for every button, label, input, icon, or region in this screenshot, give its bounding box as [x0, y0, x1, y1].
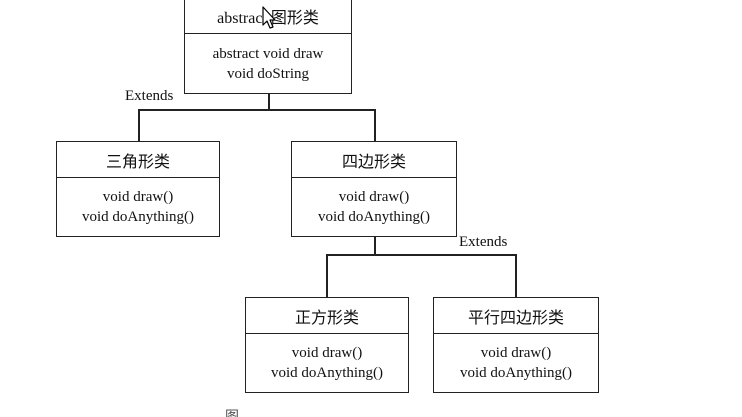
square-class-methods: void draw() void doAnything() [246, 334, 408, 392]
method-do-anything: void doAnything() [317, 209, 431, 225]
connector-quadrilateral-down [374, 236, 376, 255]
connector-to-triangle [138, 109, 140, 141]
method-do-anything: void doAnything() [270, 365, 384, 381]
extends-label-top: Extends [125, 88, 174, 104]
method-do-anything: void doAnything() [81, 209, 195, 225]
triangle-class-title: 三角形类 [57, 142, 219, 178]
figure-caption: 图 [225, 406, 525, 417]
abstract-shape-class-methods: abstract void draw void doString [185, 34, 351, 93]
connector-to-quadrilateral [374, 109, 376, 141]
method-draw: void draw() [102, 189, 174, 205]
quadrilateral-class-title: 四边形类 [292, 142, 456, 178]
method-do-string: void doString [226, 65, 310, 82]
triangle-class-box: 三角形类 void draw() void doAnything() [56, 141, 220, 237]
parallelogram-class-methods: void draw() void doAnything() [434, 334, 598, 392]
connector-to-square [326, 254, 328, 297]
method-draw: void draw() [338, 189, 410, 205]
method-draw: void draw() [480, 345, 552, 361]
connector-to-parallelogram [515, 254, 517, 297]
method-draw: void draw() [291, 345, 363, 361]
connector-bottom-horizontal [326, 254, 516, 256]
quadrilateral-class-box: 四边形类 void draw() void doAnything() [291, 141, 457, 237]
method-do-anything: void doAnything() [459, 365, 573, 381]
method-abstract-draw: abstract void draw [212, 45, 324, 62]
triangle-class-methods: void draw() void doAnything() [57, 178, 219, 236]
square-class-box: 正方形类 void draw() void doAnything() [245, 297, 409, 393]
parallelogram-class-box: 平行四边形类 void draw() void doAnything() [433, 297, 599, 393]
parallelogram-class-title: 平行四边形类 [434, 298, 598, 334]
connector-top-horizontal [138, 109, 375, 111]
mouse-pointer-icon [262, 6, 276, 29]
square-class-title: 正方形类 [246, 298, 408, 334]
connector-root-down [268, 94, 270, 110]
extends-label-bottom: Extends [459, 234, 508, 250]
quadrilateral-class-methods: void draw() void doAnything() [292, 178, 456, 236]
